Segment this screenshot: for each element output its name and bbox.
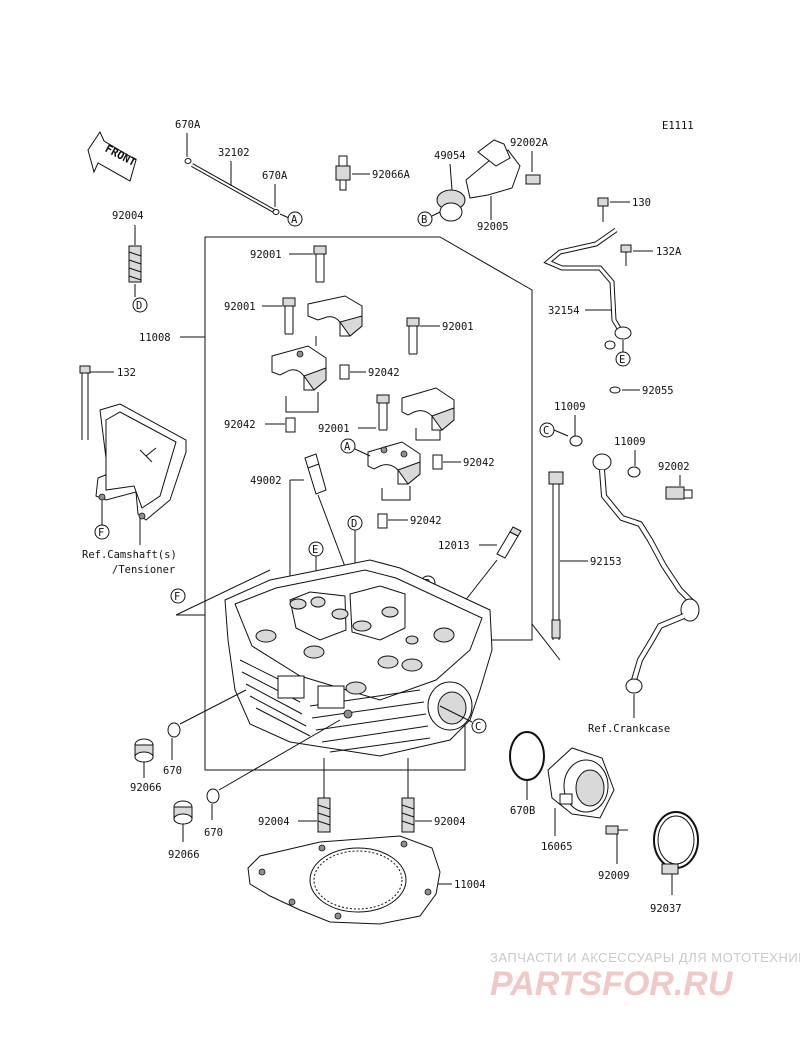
label-92066A: 92066A	[372, 169, 411, 181]
assembly-frame	[204, 236, 533, 771]
label-92004-top: 92004	[112, 210, 144, 222]
cam-cap-1	[307, 295, 363, 337]
label-11008: 11008	[139, 332, 171, 344]
plug-92066-a	[134, 738, 154, 763]
insert-12013	[496, 526, 522, 559]
label-130: 130	[632, 197, 651, 209]
label-11009-a: 11009	[554, 401, 586, 413]
screw-92009	[605, 825, 628, 835]
label-670-a: 670	[163, 765, 182, 777]
ref-camshaft-2: /Tensioner	[112, 564, 175, 576]
camshaft-bracket	[79, 365, 187, 521]
label-12013: 12013	[438, 540, 470, 552]
label-670B: 670B	[510, 805, 535, 817]
ref-camshaft-1: Ref.Camshaft(s)	[82, 549, 177, 561]
label-49002: 49002	[250, 475, 282, 487]
label-16065: 16065	[541, 841, 573, 853]
oring-670-a	[167, 722, 181, 738]
outlet-fitting	[436, 139, 541, 222]
label-32102: 32102	[218, 147, 250, 159]
dowel-92042-a	[339, 364, 350, 380]
oil-pipe-32154	[543, 197, 632, 394]
bolt-92001-c	[406, 317, 420, 355]
dowel-92042-d	[377, 513, 388, 529]
spring-pin-right	[401, 797, 415, 833]
callout-F1: F	[98, 527, 104, 539]
callout-C2: C	[475, 721, 481, 733]
label-670A-1: 670A	[175, 119, 201, 131]
intake-holder-16065	[547, 747, 615, 819]
label-92001-d: 92001	[318, 423, 350, 435]
callout-A2: A	[344, 441, 351, 453]
cam-cap-4	[367, 441, 421, 485]
sensor-92066A	[335, 155, 351, 191]
label-92004-l: 92004	[258, 816, 290, 828]
label-670-b: 670	[204, 827, 223, 839]
label-92066-b: 92066	[168, 849, 200, 861]
label-92001-b: 92001	[224, 301, 256, 313]
oring-670B	[509, 731, 545, 781]
bolt-92001-b	[282, 297, 296, 335]
callout-F2: F	[174, 591, 180, 603]
label-92005: 92005	[477, 221, 509, 233]
callout-B1: B	[421, 214, 427, 226]
label-132: 132	[117, 367, 136, 379]
callout-C1: C	[543, 425, 549, 437]
label-92042-d: 92042	[410, 515, 442, 527]
label-11004: 11004	[454, 879, 486, 891]
label-32154: 32154	[548, 305, 580, 317]
label-92042-a: 92042	[368, 367, 400, 379]
diagram-code: E1111	[662, 120, 694, 132]
callout-D2: D	[351, 518, 357, 530]
oring-670-b	[206, 788, 220, 804]
label-92001-a: 92001	[250, 249, 282, 261]
label-92153: 92153	[590, 556, 622, 568]
cylinder-head-11008	[224, 559, 493, 757]
bolt-92001-a	[313, 245, 327, 283]
dowel-92042-c	[432, 454, 443, 470]
label-92055: 92055	[642, 385, 674, 397]
head-gasket-11004	[247, 835, 441, 925]
label-92042-b: 92042	[224, 419, 256, 431]
callout-E1: E	[619, 354, 625, 366]
oil-line-11009	[592, 453, 700, 694]
label-92002A: 92002A	[510, 137, 549, 149]
watermark-line1: ЗАПЧАСТИ И АКСЕССУАРЫ ДЛЯ МОТОТЕХНИКИ	[490, 950, 800, 965]
dowel-92042-b	[285, 417, 296, 433]
label-92001-c: 92001	[442, 321, 474, 333]
label-49054: 49054	[434, 150, 466, 162]
label-92037: 92037	[650, 903, 682, 915]
label-92004-r: 92004	[434, 816, 466, 828]
spring-pin-top	[128, 245, 142, 283]
cam-cap-2	[271, 345, 327, 391]
callout-D1: D	[136, 300, 142, 312]
label-132A: 132A	[656, 246, 682, 258]
bolt-92001-d	[376, 394, 390, 431]
callout-A1: A	[291, 214, 298, 226]
plug-92066-b	[173, 800, 193, 825]
front-arrow-icon: FRONT	[87, 130, 139, 182]
label-92009: 92009	[598, 870, 630, 882]
guide-49002	[304, 453, 327, 495]
rod-32102	[184, 158, 280, 215]
label-11009-b: 11009	[614, 436, 646, 448]
callout-E2: E	[312, 544, 318, 556]
spring-pin-left	[317, 797, 331, 833]
label-92042-c: 92042	[463, 457, 495, 469]
label-92002: 92002	[658, 461, 690, 473]
ref-crankcase: Ref.Crankcase	[588, 723, 670, 735]
watermark-line2: PARTSFOR.RU	[490, 965, 734, 1003]
cam-cap-3	[401, 387, 455, 431]
label-670A-2: 670A	[262, 170, 288, 182]
label-92066-a: 92066	[130, 782, 162, 794]
stud-92153	[548, 471, 564, 640]
watermark-logo: ЗАПЧАСТИ И АКСЕССУАРЫ ДЛЯ МОТОТЕХНИКИ PA…	[490, 950, 800, 1003]
clamp-92037	[653, 811, 699, 875]
